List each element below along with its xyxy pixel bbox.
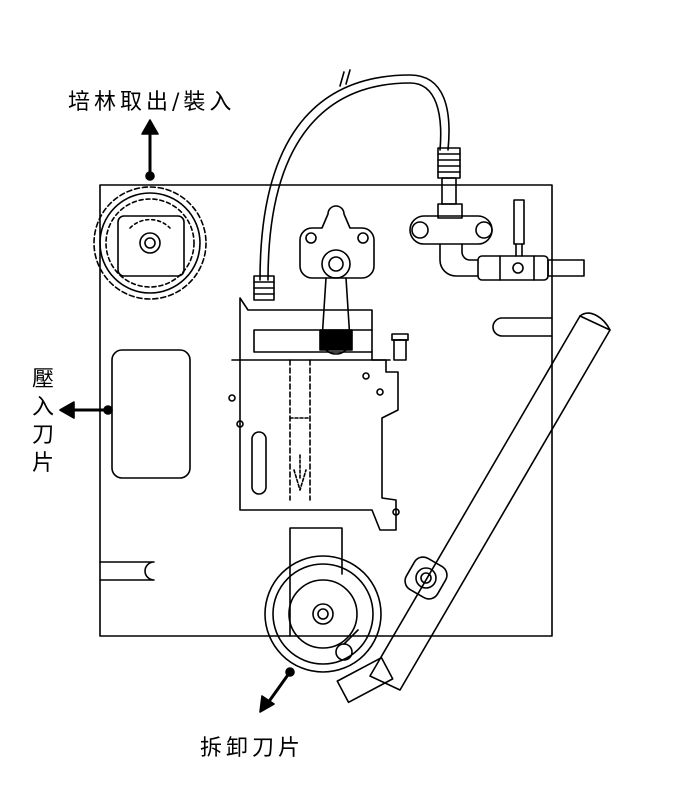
arrow-remove-blade: [259, 667, 295, 713]
blade-wheel: [264, 555, 382, 673]
air-hose: [253, 69, 461, 301]
arrow-press-blade: [59, 401, 113, 419]
press-blade-char: 刀: [31, 423, 54, 448]
valve-assembly: [409, 199, 585, 281]
press-blade-label: 壓 入 刀 片: [30, 366, 56, 478]
culture-dish-label: 培林取出/裝入: [68, 90, 236, 115]
blade-window: [111, 349, 191, 479]
arrow-culture-dish: [141, 119, 159, 181]
cutter-body: [228, 297, 409, 531]
press-blade-char: 入: [31, 395, 54, 420]
lever-arm: [335, 312, 611, 704]
remove-blade-label: 拆卸刀片: [200, 736, 305, 761]
press-blade-char: 壓: [31, 367, 54, 392]
press-blade-char: 片: [31, 451, 54, 476]
mounting-plate: [99, 184, 553, 637]
culture-dish: [93, 186, 207, 300]
